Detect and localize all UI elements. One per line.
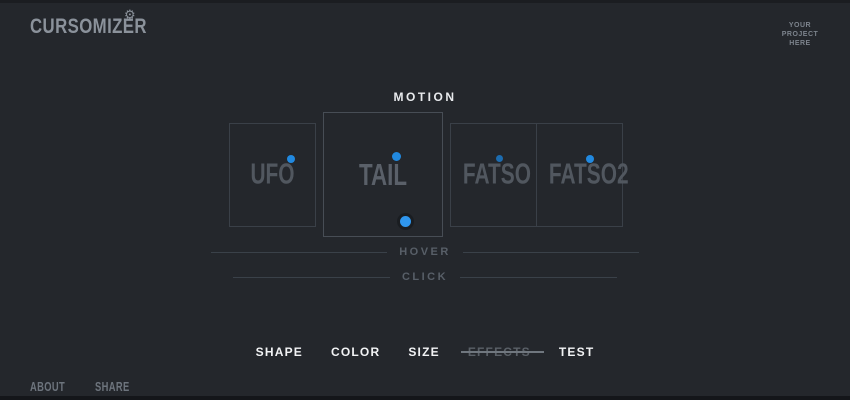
divider-line: [460, 276, 618, 278]
bottom-letterbox-strip: [0, 396, 850, 400]
nav-item-color[interactable]: COLOR: [330, 345, 381, 359]
divider-line: [462, 251, 639, 253]
nav-item-size[interactable]: SIZE: [408, 345, 440, 359]
hover-row[interactable]: HOVER: [0, 246, 850, 258]
nav-item-test[interactable]: TEST: [558, 345, 595, 359]
nav-item-effects: EFFECTS: [460, 345, 544, 359]
gear-icon: ⚙: [124, 8, 136, 23]
motion-option-ufo[interactable]: UFO: [228, 122, 316, 227]
top-letterbox-strip: [0, 0, 850, 3]
bottom-nav: SHAPE COLOR SIZE EFFECTS TEST: [0, 345, 850, 359]
nav-item-shape[interactable]: SHAPE: [255, 345, 303, 359]
footer-item-about[interactable]: ABOUT: [30, 379, 66, 394]
motion-option-label: FATSO2: [548, 158, 629, 190]
cursor-preview-dot: [391, 152, 401, 161]
your-project-here-link[interactable]: YOUR PROJECT HERE: [781, 22, 819, 47]
app-logo[interactable]: CURSOMIZER: [30, 15, 147, 38]
motion-option-label: TAIL: [358, 156, 407, 192]
cursor-preview-dot: [496, 154, 503, 162]
motion-section-title: MOTION: [393, 90, 457, 104]
motion-option-label: FATSO: [462, 158, 531, 190]
cursor-preview-dot: [287, 154, 295, 163]
live-cursor-dot: [400, 216, 411, 227]
divider-line: [232, 276, 390, 278]
cursor-preview-dot: [586, 154, 594, 163]
click-row[interactable]: CLICK: [0, 271, 850, 283]
footer-item-share[interactable]: SHARE: [94, 379, 130, 394]
motion-option-label: UFO: [249, 158, 295, 190]
hover-label: HOVER: [399, 246, 451, 258]
motion-option-fatso[interactable]: FATSO: [449, 122, 537, 227]
footer-links: ABOUT SHARE: [30, 379, 143, 394]
divider-line: [211, 251, 388, 253]
motion-options: UFO TAIL FATSO FATSO2: [0, 112, 850, 237]
motion-option-fatso2[interactable]: FATSO2: [535, 122, 629, 227]
click-label: CLICK: [401, 271, 449, 283]
motion-option-tail[interactable]: TAIL: [322, 112, 443, 237]
